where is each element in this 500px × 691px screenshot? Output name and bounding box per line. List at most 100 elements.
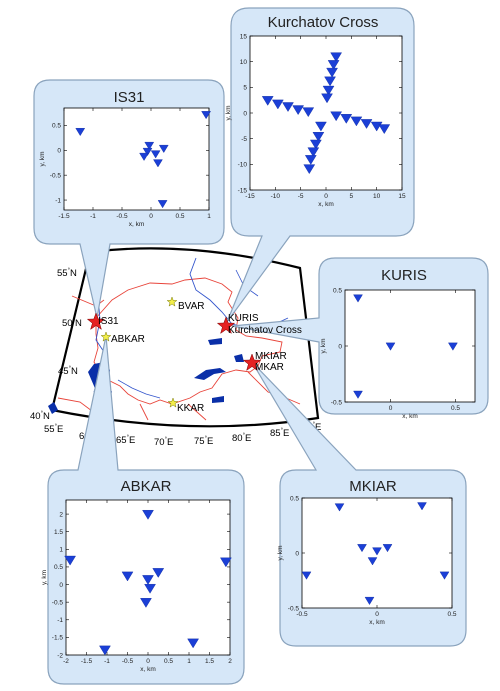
central-map: 55°N 50°N 45°N 40°N 55°E 60°E 65°E 70°E …: [30, 247, 321, 448]
sensor-marker: [334, 503, 345, 512]
lake-issyk: [212, 396, 224, 403]
map-frame: [50, 247, 320, 428]
x-tick-label: -0.5: [296, 611, 308, 618]
inset-title-kuris: KURIS: [381, 267, 427, 284]
sensor-marker: [153, 159, 163, 168]
y-tick-label: 10: [240, 59, 248, 66]
station-label-kkar: KKAR: [177, 403, 204, 414]
station-star-abkar: [100, 331, 112, 342]
sensor-marker: [292, 105, 304, 116]
sensor-marker: [370, 121, 383, 132]
x-tick-label: 1: [207, 213, 211, 220]
sensor-marker: [312, 132, 325, 142]
y-tick-label: -0.5: [50, 172, 62, 179]
sensor-marker: [152, 568, 165, 578]
x-tick-label: -1.5: [81, 658, 93, 665]
sensor-marker: [360, 119, 373, 129]
sensor-marker: [322, 85, 335, 96]
x-tick-label: 0: [324, 193, 328, 200]
sensor-marker: [330, 52, 342, 63]
sensor-marker: [304, 155, 317, 165]
sensor-marker: [321, 93, 333, 104]
sensor-marker: [99, 645, 111, 656]
y-tick-label: 0: [243, 110, 247, 117]
y-tick-label: -0.5: [52, 599, 64, 606]
x-tick-label: 1.5: [205, 658, 214, 665]
station-label-mkar: MKAR: [255, 362, 284, 373]
y-tick-label: 1: [59, 547, 63, 554]
sensor-marker: [301, 571, 312, 580]
river-syr: [117, 379, 161, 399]
y-tick-label: -1: [57, 617, 63, 624]
x-tick-label: 0: [375, 611, 379, 618]
grid-label-lat-45: 45°N: [58, 366, 78, 377]
sensor-marker: [272, 99, 284, 110]
x-tick-label: -0.5: [116, 213, 128, 220]
sensor-marker: [364, 596, 375, 605]
sensor-marker: [353, 294, 363, 303]
grid-label-lon-80: 80°E: [232, 433, 251, 444]
x-tick-label: 0.5: [175, 213, 184, 220]
grid-label-lon-85: 85°E: [270, 428, 289, 439]
x-tick-label: -1: [104, 658, 110, 665]
plot-area: [63, 107, 210, 211]
grid-label-lat-55: 55°N: [57, 268, 77, 279]
station-star-kkar: [167, 397, 179, 408]
sensor-marker: [378, 124, 391, 135]
station-label-is31: IS31: [98, 316, 119, 327]
sensor-marker: [353, 390, 363, 399]
y-axis-label: y, km: [277, 545, 284, 560]
y-tick-label: 0.5: [52, 123, 61, 130]
x-tick-label: 2: [228, 658, 232, 665]
x-tick-label: 10: [373, 193, 381, 200]
sensor-marker: [448, 342, 458, 351]
x-axis-label: x, km: [140, 666, 156, 673]
station-star-mkiar: [242, 353, 262, 372]
y-tick-label: 15: [240, 33, 248, 40]
sensor-marker: [142, 147, 153, 156]
lake-alakol: [234, 354, 244, 362]
sensor-marker: [303, 164, 316, 175]
x-tick-label: -2: [63, 658, 69, 665]
sensor-marker: [75, 128, 86, 137]
inset-title-is31: IS31: [114, 89, 145, 106]
sensor-marker: [330, 111, 342, 122]
sensor-marker: [315, 121, 327, 132]
y-tick-label: 5: [243, 85, 247, 92]
x-axis-label: x, km: [402, 413, 418, 420]
x-tick-label: -10: [271, 193, 281, 200]
x-tick-label: 0: [146, 658, 150, 665]
x-tick-label: -5: [298, 193, 304, 200]
grid-label-lat-40: 40°N: [30, 411, 50, 422]
y-tick-label: 0: [57, 148, 61, 155]
border-south: [57, 371, 301, 421]
sensor-marker: [282, 102, 294, 112]
sensor-marker: [350, 116, 363, 127]
sensor-marker: [261, 96, 274, 106]
sensor-marker: [121, 571, 134, 582]
y-tick-label: 2: [59, 511, 63, 518]
station-star-bvar: [166, 296, 178, 307]
inset-title-kurchatov: Kurchatov Cross: [268, 14, 379, 31]
sensor-marker: [201, 111, 211, 120]
sensor-marker: [144, 141, 155, 150]
station-label-abkar: ABKAR: [111, 334, 145, 345]
sensor-marker: [327, 60, 340, 70]
sensor-marker: [340, 114, 353, 124]
x-axis-label: x, km: [129, 221, 145, 228]
inset-title-abkar: ABKAR: [121, 478, 172, 495]
sensor-marker: [139, 152, 149, 161]
sensor-marker: [302, 107, 315, 118]
lake-balkhash: [194, 368, 226, 380]
sensor-marker: [385, 342, 396, 351]
station-label-kuris: KURIS: [228, 313, 259, 324]
y-tick-label: 0.5: [54, 564, 63, 571]
sensor-marker: [158, 144, 169, 153]
station-label-bvar: BVAR: [178, 301, 205, 312]
y-tick-label: 1.5: [54, 529, 63, 536]
sensor-marker: [187, 638, 199, 649]
y-tick-label: -5: [241, 136, 247, 143]
